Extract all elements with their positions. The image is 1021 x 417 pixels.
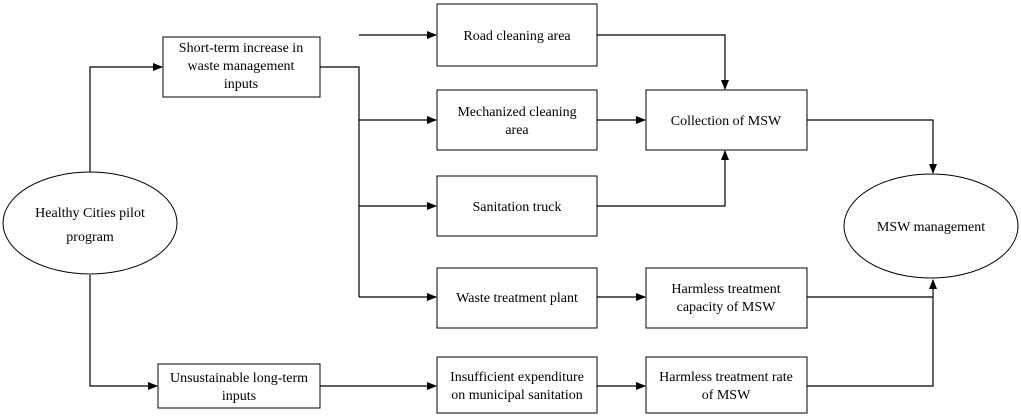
edge-collection-to-msw xyxy=(807,119,937,174)
node-msw-management-line1: MSW management xyxy=(877,220,985,235)
node-short-term-line1: Short-term increase in xyxy=(179,41,303,56)
node-sanitation-truck: Sanitation truck xyxy=(436,175,598,237)
node-healthy-cities: Healthy Cities pilot program xyxy=(2,171,178,275)
node-road-cleaning-line1: Road cleaning area xyxy=(463,29,571,44)
edge-truck-to-collection xyxy=(597,150,729,207)
node-harmless-rate-line2: of MSW xyxy=(702,388,751,403)
node-mechanized-cleaning: Mechanized cleaning area xyxy=(436,89,598,151)
node-unsustainable-line2: inputs xyxy=(222,389,256,404)
node-mechanized-line2: area xyxy=(505,123,529,138)
node-short-term-line2: waste management xyxy=(188,59,295,74)
node-road-cleaning: Road cleaning area xyxy=(436,3,598,67)
node-short-term-line3: inputs xyxy=(224,77,258,92)
edge-rate-to-msw xyxy=(807,279,937,387)
node-waste-plant-line1: Waste treatment plant xyxy=(456,291,578,306)
node-harmless-capacity-line2: capacity of MSW xyxy=(677,300,777,315)
edges xyxy=(89,31,937,390)
node-healthy-cities-line1: Healthy Cities pilot xyxy=(35,206,145,221)
node-harmless-capacity-line1: Harmless treatment xyxy=(671,282,780,297)
node-harmless-capacity: Harmless treatment capacity of MSW xyxy=(645,267,808,329)
edge-healthy-to-unsustainable xyxy=(89,275,158,390)
node-harmless-rate-line1: Harmless treatment rate xyxy=(659,370,793,385)
edge-healthy-to-shortterm xyxy=(89,63,163,172)
edge-road-to-collection xyxy=(597,34,729,90)
node-waste-treatment-plant: Waste treatment plant xyxy=(436,267,598,329)
node-insufficient-line1: Insufficient expenditure xyxy=(450,370,584,385)
node-unsustainable-line1: Unsustainable long-term xyxy=(170,371,308,386)
node-mechanized-line1: Mechanized cleaning xyxy=(457,105,576,120)
node-collection-msw: Collection of MSW xyxy=(645,89,808,151)
node-sanitation-truck-line1: Sanitation truck xyxy=(472,200,561,215)
node-harmless-rate: Harmless treatment rate of MSW xyxy=(645,356,808,414)
node-msw-management: MSW management xyxy=(843,173,1019,279)
node-insufficient-line2: on municipal sanitation xyxy=(451,388,582,403)
node-unsustainable: Unsustainable long-term inputs xyxy=(157,363,321,409)
edge-shortterm-trunk xyxy=(320,66,360,297)
node-collection-line1: Collection of MSW xyxy=(671,114,782,129)
node-short-term-increase: Short-term increase in waste management … xyxy=(162,36,321,98)
node-insufficient-expenditure: Insufficient expenditure on municipal sa… xyxy=(436,356,598,414)
node-healthy-cities-line2: program xyxy=(66,230,114,245)
